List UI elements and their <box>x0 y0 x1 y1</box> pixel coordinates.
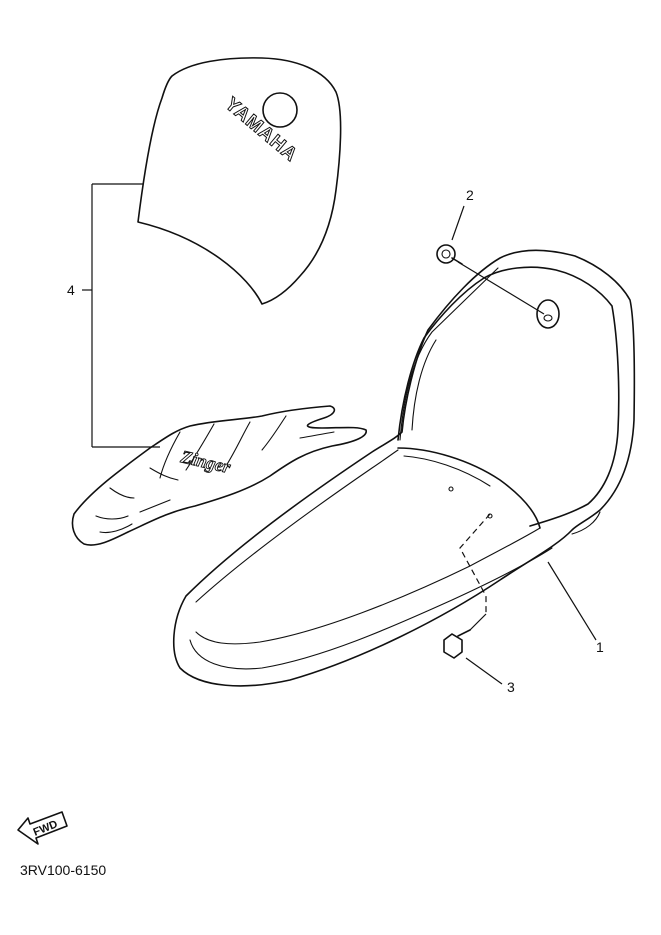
seat <box>172 249 636 687</box>
bolt-bottom <box>443 513 503 685</box>
graphic-set-bracket <box>82 183 160 448</box>
callout-2: 2 <box>466 187 474 203</box>
side-decal-graphic: Zinger <box>71 405 367 546</box>
screw-top <box>436 205 545 315</box>
forward-arrow-icon: FWD <box>17 811 68 845</box>
seat-leader <box>547 561 597 641</box>
callout-3: 3 <box>507 679 515 695</box>
callout-4: 4 <box>67 282 75 298</box>
seat-cover-graphic: YAMAHA <box>137 57 342 305</box>
cover-logo-text: YAMAHA <box>221 94 302 166</box>
callout-1: 1 <box>596 639 604 655</box>
decal-logo-text: Zinger <box>178 446 233 477</box>
part-code-label: 3RV100-6150 <box>20 862 107 878</box>
